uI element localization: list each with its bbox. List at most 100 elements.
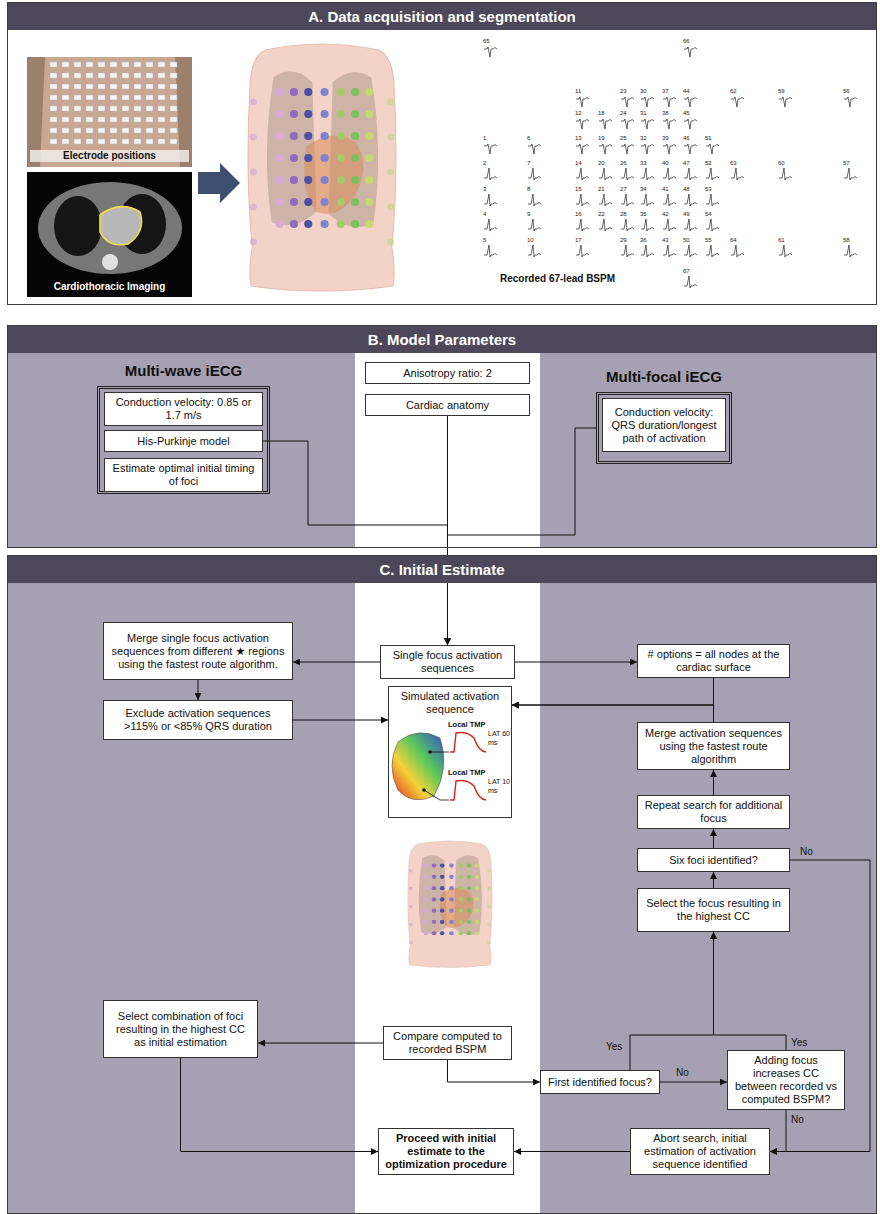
ecg-waveform: [641, 144, 654, 154]
electrode-patch: [74, 128, 81, 133]
electrode-patch: [74, 117, 81, 122]
flow-connector: [714, 932, 787, 1050]
electrode-patch: [146, 106, 153, 111]
lead-number: 51: [705, 135, 712, 143]
flow-connector: [630, 932, 714, 1070]
flow-connector: [512, 678, 714, 705]
box-text: Conduction velocity: QRS duration/longes…: [608, 406, 720, 445]
edge-label: No: [800, 846, 813, 858]
label-anchor: 46: [683, 135, 690, 143]
label-anchor: 17: [575, 237, 582, 245]
electrode-patch: [158, 84, 165, 89]
ecg-waveform: [484, 168, 497, 180]
lead-number: 5: [483, 237, 486, 245]
label-anchor: 5: [483, 237, 486, 245]
electrode-patch: [170, 84, 177, 89]
electrode-patch: [146, 139, 153, 144]
lead-number: 17: [575, 237, 582, 245]
ecg-waveform: [663, 245, 676, 257]
electrode-patch: [98, 106, 105, 111]
label-anchor: 24: [620, 110, 627, 118]
electrode-patch: [122, 106, 129, 111]
flow-connector: [515, 662, 637, 663]
ecg-waveform: [844, 97, 857, 107]
electrode-patch: [122, 117, 129, 122]
electrode-patch: [50, 128, 57, 133]
ecg-waveform: [621, 144, 634, 154]
box-text: Conduction velocity: 0.85 or 1.7 m/s: [110, 396, 257, 422]
box-text: Anisotropy ratio: 2: [403, 367, 492, 380]
electrode-patch: [110, 106, 117, 111]
label-anchor: 27: [620, 186, 627, 194]
ecg-waveform: [621, 168, 634, 180]
lead-number: 39: [662, 135, 669, 143]
process-box: Cardiac anatomy: [365, 394, 530, 416]
process-box: Estimate optimal initial timing of foci: [104, 458, 263, 492]
process-box: Exclude activation sequences >115% or <8…: [103, 700, 293, 740]
ecg-waveform: [528, 144, 541, 154]
group-heading: Multi-focal iECG: [559, 368, 769, 386]
ecg-waveform: [621, 194, 634, 206]
group-box: Conduction velocity: 0.85 or 1.7 m/sHis-…: [97, 386, 270, 494]
flow-connector: [258, 1043, 383, 1044]
label-anchor: Yes: [791, 1037, 807, 1049]
bspm-waveforms: [484, 47, 857, 288]
label-anchor: 54: [705, 211, 712, 219]
electrode-patch: [62, 73, 69, 78]
ecg-waveform: [684, 97, 697, 107]
lead-number: 42: [662, 211, 669, 219]
ct-ground: [27, 172, 192, 297]
electrode-photo: [27, 57, 192, 167]
lead-number: 4: [483, 211, 486, 219]
flow-connector: [198, 680, 199, 700]
flow-connector: [293, 720, 388, 721]
ecg-waveform: [706, 219, 719, 231]
label-anchor: 15: [575, 186, 582, 194]
label-anchor: LAT 60 ms: [488, 730, 510, 747]
ecg-waveform: [484, 219, 497, 231]
label-anchor: Yes: [606, 1041, 622, 1053]
ecg-waveform: [731, 245, 744, 257]
process-box: Repeat search for additional focus: [637, 795, 790, 829]
flow-connector: [770, 1110, 786, 1152]
label-anchor: 6: [527, 135, 530, 143]
label-anchor: 16: [575, 211, 582, 219]
lead-number: 47: [683, 160, 690, 168]
lead-number: 33: [640, 160, 647, 168]
ecg-waveform: [684, 144, 697, 154]
ecg-waveform: [599, 168, 612, 180]
electrode-patch: [62, 139, 69, 144]
label-anchor: 63: [730, 160, 737, 168]
lead-number: 22: [598, 211, 605, 219]
ecg-waveform: [484, 47, 497, 57]
box-text: Compare computed to recorded BSPM: [389, 1030, 506, 1056]
label-anchor: 1: [483, 135, 486, 143]
electrode-patch: [50, 139, 57, 144]
box-text: His-Purkinje model: [137, 435, 229, 448]
ecg-waveform: [576, 144, 589, 154]
ecg-waveform: [706, 144, 719, 154]
box-text: Select the focus resulting in the highes…: [643, 897, 784, 923]
electrode-patch: [98, 139, 105, 144]
section-heading: A. Data acquisition and segmentation: [8, 3, 876, 30]
electrode-patch: [110, 128, 117, 133]
lead-number: 56: [843, 88, 850, 96]
lead-number: 49: [683, 211, 690, 219]
lead-number: 11: [575, 88, 581, 96]
lead-number: 19: [598, 135, 605, 143]
label-anchor: 4: [483, 211, 486, 219]
electrode-patch: [86, 128, 93, 133]
label-anchor: 49: [683, 211, 690, 219]
process-box: Conduction velocity: QRS duration/longes…: [602, 398, 726, 452]
electrode-patch: [158, 95, 165, 100]
electrode-patch: [122, 128, 129, 133]
box-text: Select combination of foci resulting in …: [109, 1010, 252, 1049]
label-anchor: 32: [640, 135, 647, 143]
electrode-patch: [158, 73, 165, 78]
lead-number: 31: [640, 110, 647, 118]
decision-box: First identified focus?: [540, 1070, 660, 1094]
label-anchor: 12: [575, 110, 582, 118]
ecg-waveform: [663, 119, 676, 129]
electrode-patch: [86, 84, 93, 89]
